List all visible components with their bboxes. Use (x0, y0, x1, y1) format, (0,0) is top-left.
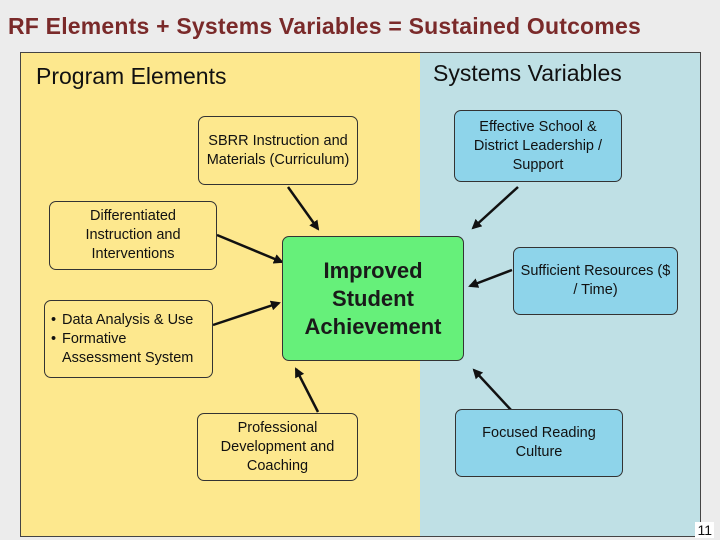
systems-variables-heading: Systems Variables (433, 60, 622, 86)
formative-assessment-item: Formative Assessment System (51, 330, 206, 368)
arrow-leadership (471, 186, 519, 230)
improved-student-achievement-label: Improved Student Achievement (304, 257, 442, 339)
differentiated-instruction-box: Differentiated Instruction and Intervent… (49, 201, 217, 270)
data-analysis-item: Data Analysis & Use (51, 311, 206, 330)
page-number: 11 (695, 522, 714, 538)
focused-reading-culture-label: Focused Reading Culture (482, 425, 596, 460)
slide-title: RF Elements + Systems Variables = Sustai… (8, 13, 641, 39)
professional-development-label: Professional Development and Coaching (220, 419, 335, 474)
arrow-differentiated (216, 233, 284, 264)
arrow-data (212, 300, 281, 327)
data-analysis-box: Data Analysis & Use Formative Assessment… (44, 300, 213, 378)
sufficient-resources-box: Sufficient Resources ($ / Time) (513, 247, 678, 315)
leadership-support-box: Effective School & District Leadership /… (454, 110, 622, 182)
curriculum-label: SBRR Instruction and Materials (Curricul… (206, 132, 350, 168)
arrow-professional (294, 367, 320, 413)
program-elements-heading: Program Elements (36, 63, 227, 89)
arrow-resources (468, 268, 513, 288)
curriculum-box: SBRR Instruction and Materials (Curricul… (198, 116, 358, 185)
arrow-reading (472, 368, 512, 411)
focused-reading-culture-box: Focused Reading Culture (455, 409, 623, 477)
differentiated-instruction-label: Differentiated Instruction and Intervent… (85, 208, 181, 262)
professional-development-box: Professional Development and Coaching (197, 413, 358, 481)
leadership-support-label: Effective School & District Leadership /… (473, 118, 603, 173)
data-analysis-list: Data Analysis & Use Formative Assessment… (51, 311, 206, 368)
improved-student-achievement-box: Improved Student Achievement (282, 236, 464, 361)
arrow-curriculum (286, 186, 320, 231)
sufficient-resources-label: Sufficient Resources ($ / Time) (520, 263, 671, 298)
